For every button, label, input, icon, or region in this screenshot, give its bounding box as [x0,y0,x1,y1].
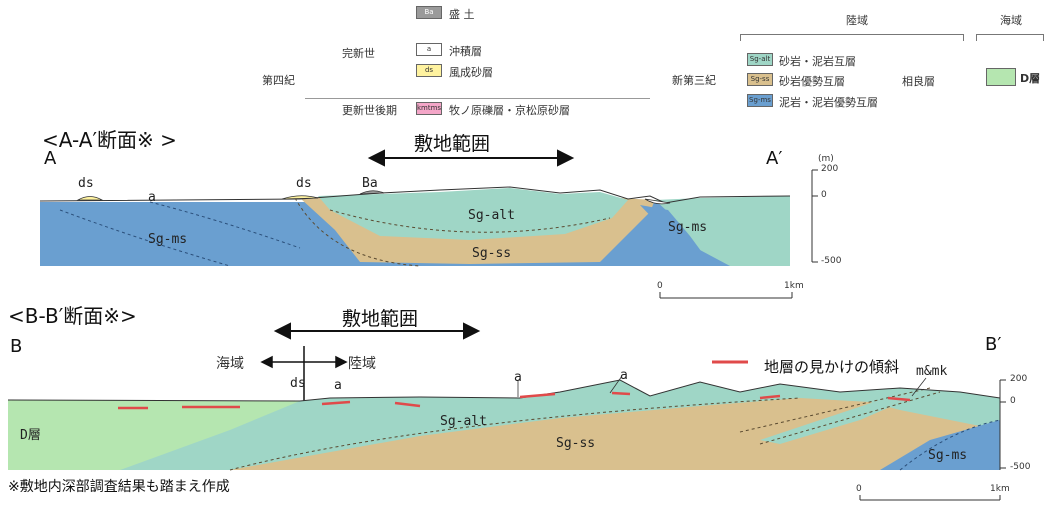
makinohara-swatch: kmtms [416,102,442,115]
section-b-ss-layer [230,398,1000,470]
section-b-scale-200: 200 [1010,374,1028,384]
section-a-vertical-scale [811,169,818,263]
ss-label: 砂岩優勢互層 [779,75,845,88]
footnote: ※敷地内深部調査結果も踏まえ作成 [8,479,230,495]
section-a-ms-wedge [640,205,712,266]
section-a-label-ds-left: ds [78,176,94,191]
section-a-label-alt: Sg-alt [468,208,515,223]
section-b-label-ds: ds [290,376,306,391]
section-b-land-label: 陸域 [348,356,376,372]
section-b-hscale-0: 0 [856,484,862,494]
section-a-site-arrow [367,149,575,167]
section-b-label-a1: a [334,378,342,393]
section-a-scale-unit: (m) [818,154,834,164]
legend-neogene: 新第三紀 [672,74,716,87]
section-a-scale-200: 200 [821,164,839,174]
section-a-horizontal-scale [659,292,793,299]
ss-swatch: Sg-ss [747,73,773,86]
legend-pleistocene: 更新世後期 [342,104,397,117]
legend-holocene: 完新世 [342,47,375,60]
section-b-label-d: D層 [20,428,41,443]
alluvium-swatch: a [416,43,442,56]
section-b-left-letter: B [10,336,23,357]
section-a-title: <A-A′断面※ > [42,128,177,152]
alluvium-label: 沖積層 [449,45,482,58]
section-b-dip-marks [118,391,911,410]
section-a-scale-500: -500 [821,256,842,266]
section-a-alt-right [655,196,790,266]
section-a-label-ms-left: Sg-ms [148,232,188,247]
dune-label: 風成砂層 [449,66,493,79]
makinohara-label: 牧ノ原礫層・京松原砂層 [449,104,570,117]
section-a-label-a: a [148,190,156,205]
section-a-label-ss: Sg-ss [472,246,512,261]
fill-label: 盛 土 [449,8,475,21]
d-layer-label: D層 [1020,72,1041,85]
section-a-site-range-label: 敷地範囲 [414,133,491,155]
alt-swatch: Sg-alt [747,53,773,66]
section-b-label-alt: Sg-alt [440,414,487,429]
section-b-vertical-scale [999,379,1006,470]
section-b-sea-land-arrow [260,346,348,402]
ms-label: 泥岩・泥岩優勢互層 [779,96,878,109]
section-b-scale-0: 0 [1010,396,1016,406]
section-b-sea-label: 海域 [216,356,244,372]
section-b-label-mk: m&mk [916,364,948,379]
section-a-label-ms-right: Sg-ms [668,220,708,235]
section-b-dip-legend-label: 地層の見かけの傾斜 [764,358,900,376]
section-a-right-letter: A′ [766,148,783,169]
section-b-scale-500: -500 [1010,462,1031,472]
d-layer-swatch [986,68,1016,86]
legend-land-header: 陸域 [846,14,868,27]
fill-swatch: Ba [416,6,442,19]
section-a-left-letter: A [44,148,57,169]
section-a-label-ba: Ba [362,176,378,191]
legend-quaternary: 第四紀 [262,74,295,87]
section-b-horizontal-scale [859,495,1001,501]
dune-swatch: ds [416,64,442,77]
land-bracket [740,34,964,41]
section-b-title: <B-B′断面※> [8,304,137,328]
ms-swatch: Sg-ms [747,94,773,107]
section-b-ground-surface [7,379,1001,402]
section-b-hscale-1km: 1km [990,484,1010,494]
section-a-hscale-1km: 1km [784,281,804,291]
section-a-dune-left [76,196,104,201]
section-b-site-arrow [273,322,481,340]
section-a-scale-0: 0 [821,190,827,200]
section-b-site-range-label: 敷地範囲 [342,308,419,330]
section-b-label-ss: Sg-ss [556,436,596,451]
section-a-label-ds-mid: ds [296,176,312,191]
section-a-alt-layer [318,188,628,240]
section-a-fill-ba [359,190,385,195]
section-b-label-a3: a [620,368,628,383]
section-b-d-layer [8,400,300,470]
section-b-ms-layer [880,420,1000,470]
section-a-dune-mid [281,195,319,200]
section-a-alluvium-right [644,198,671,205]
legend-sagara: 相良層 [902,75,935,88]
sea-bracket [976,34,1044,41]
section-b-label-ms: Sg-ms [928,448,968,463]
section-a-hscale-0: 0 [657,281,663,291]
section-b-label-a2: a [514,370,522,385]
legend-divider [305,98,650,99]
section-b-right-letter: B′ [985,334,1002,355]
legend-sea-header: 海域 [1000,14,1022,27]
alt-label: 砂岩・泥岩互層 [779,55,856,68]
